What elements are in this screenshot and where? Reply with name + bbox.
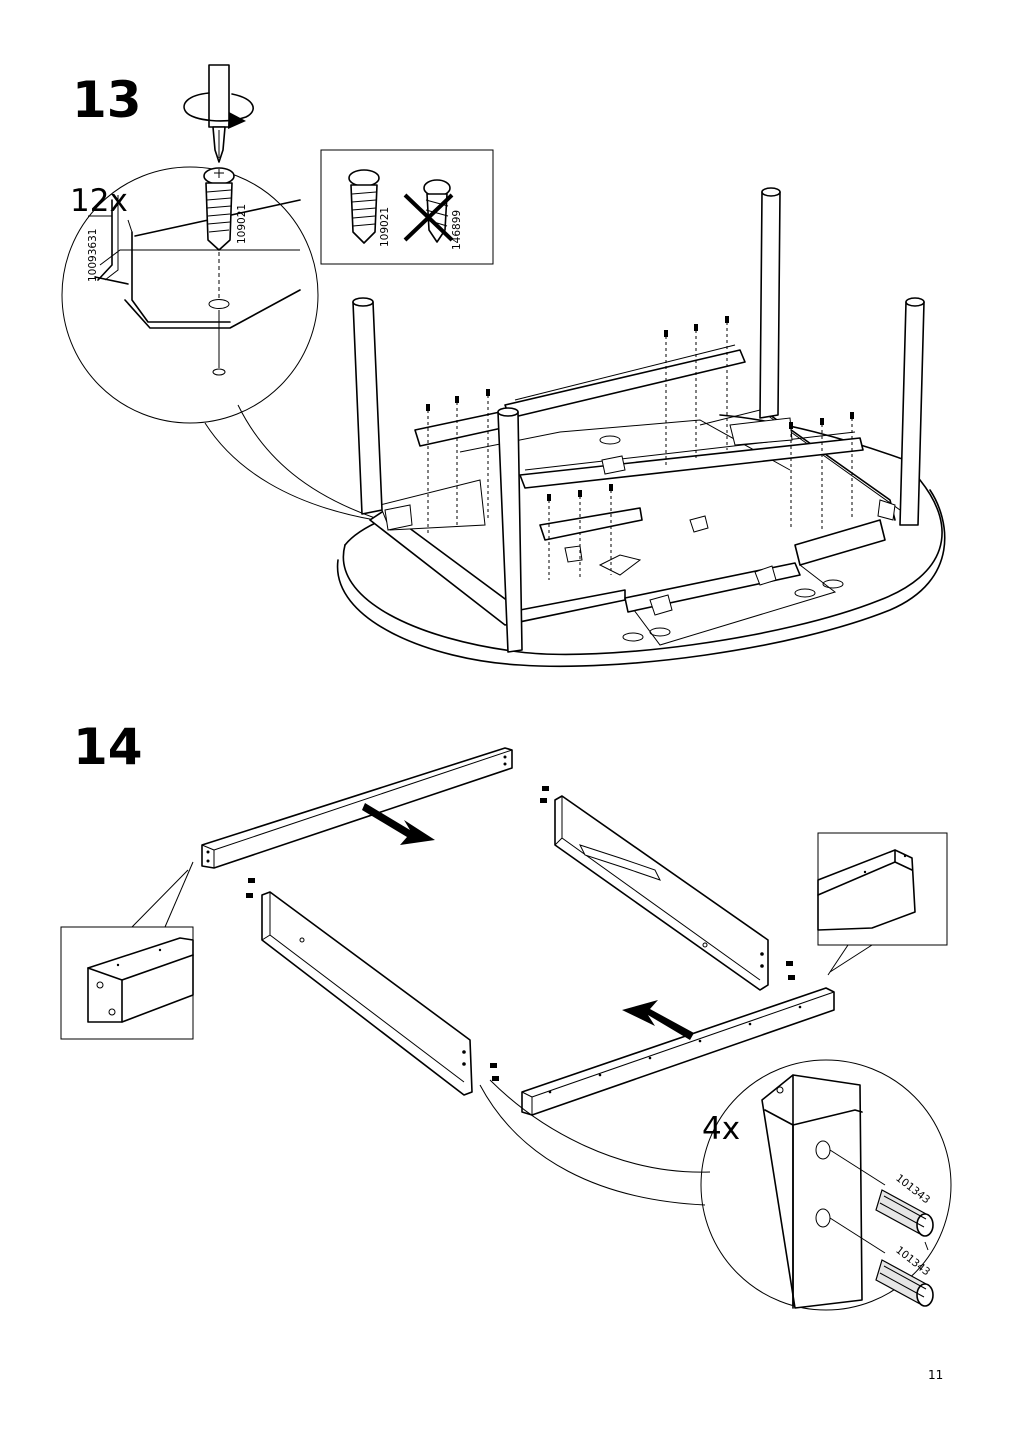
wrong-screw-article-number: 146899 — [451, 209, 463, 250]
bracket-article-number: 10093631 — [87, 228, 99, 282]
dowel-detail-circle — [479, 1059, 952, 1311]
screwdriver-icon — [208, 64, 230, 163]
end-detail-box-right — [817, 832, 948, 976]
screw-icon — [348, 169, 380, 244]
dowel-icon — [540, 786, 795, 980]
long-rail-right — [540, 786, 795, 991]
dowel-icon — [875, 1259, 934, 1307]
short-rail-top — [201, 747, 513, 869]
table-assembly — [336, 187, 946, 668]
page-number: 11 — [928, 1368, 944, 1382]
step-14-quantity: 4x — [702, 1111, 741, 1147]
push-arrow-icon — [362, 803, 435, 845]
end-detail-box-left — [60, 861, 194, 1040]
dowel-icon — [246, 878, 499, 1081]
screw-detail-circle — [61, 166, 376, 521]
screw-article-number: 109021 — [236, 203, 248, 244]
screw-compare-box — [320, 149, 494, 265]
step-14-number: 14 — [73, 718, 143, 776]
step-13-number: 13 — [72, 71, 142, 129]
rotate-clockwise-icon — [183, 92, 254, 129]
long-rail-left — [246, 878, 499, 1096]
dowel-icon — [875, 1189, 934, 1237]
step-13-quantity: 12x — [70, 183, 128, 219]
screw-icon — [203, 167, 235, 251]
push-arrow-icon — [622, 1000, 694, 1040]
cross-out-icon — [403, 193, 454, 242]
short-rail-bottom — [521, 987, 835, 1116]
correct-screw-article-number: 109021 — [379, 206, 391, 247]
